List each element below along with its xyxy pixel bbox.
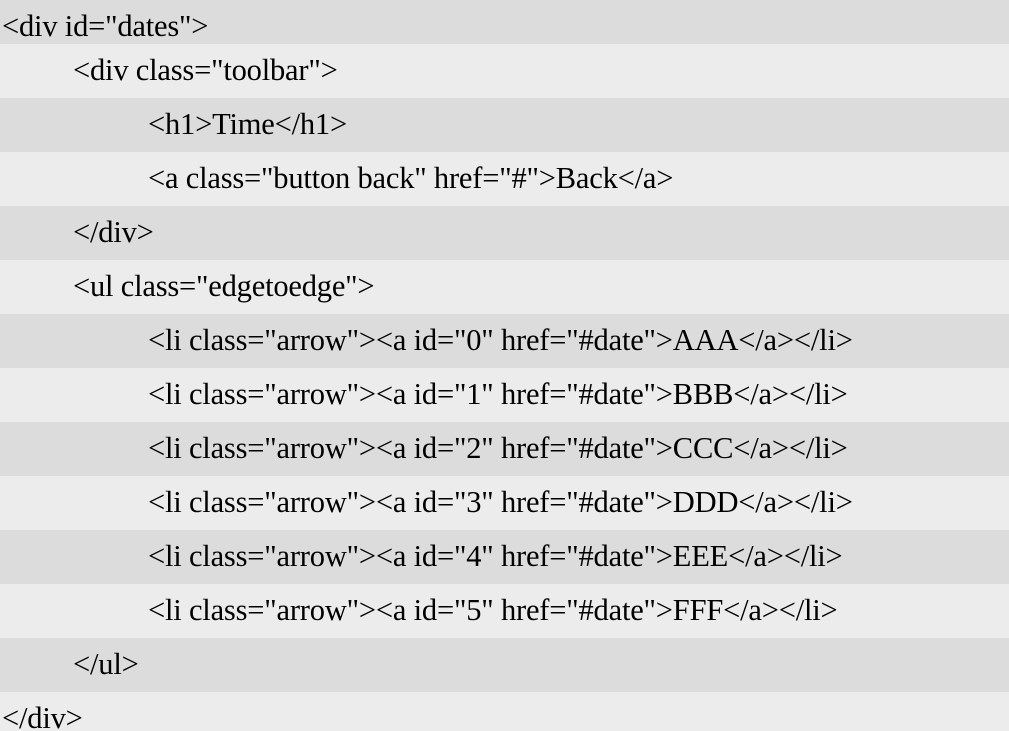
- code-line: <div id="dates">: [0, 0, 1009, 44]
- code-line: <ul class="edgetoedge">: [0, 260, 1009, 314]
- code-line: <li class="arrow"><a id="4" href="#date"…: [0, 530, 1009, 584]
- code-line: <div class="toolbar">: [0, 44, 1009, 98]
- code-line: </div>: [0, 692, 1009, 731]
- code-line: </ul>: [0, 638, 1009, 692]
- code-line: <a class="button back" href="#">Back</a>: [0, 152, 1009, 206]
- code-line: <li class="arrow"><a id="0" href="#date"…: [0, 314, 1009, 368]
- code-line: <li class="arrow"><a id="2" href="#date"…: [0, 422, 1009, 476]
- code-line: <h1>Time</h1>: [0, 98, 1009, 152]
- code-line: <li class="arrow"><a id="1" href="#date"…: [0, 368, 1009, 422]
- code-line: <li class="arrow"><a id="3" href="#date"…: [0, 476, 1009, 530]
- code-line: <li class="arrow"><a id="5" href="#date"…: [0, 584, 1009, 638]
- code-line: </div>: [0, 206, 1009, 260]
